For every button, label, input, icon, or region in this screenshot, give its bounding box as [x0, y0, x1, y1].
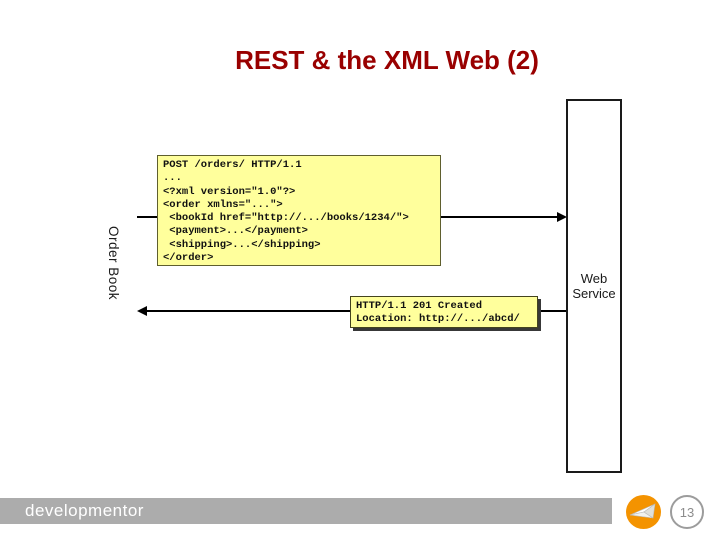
request-arrowhead-icon [557, 212, 567, 222]
footer-bar: developmentor [0, 498, 612, 524]
developmentor-logo [626, 495, 661, 529]
http-request-box: POST /orders/ HTTP/1.1 ... <?xml version… [157, 155, 441, 266]
slide-title: REST & the XML Web (2) [235, 45, 539, 75]
web-service-label: Web Service [572, 271, 616, 301]
response-arrowhead-icon [137, 306, 147, 316]
http-response-box: HTTP/1.1 201 Created Location: http://..… [350, 296, 538, 328]
web-service-lifeline: Web Service [566, 99, 622, 473]
page-number-badge: 13 [670, 495, 704, 529]
paper-airplane-icon [629, 503, 656, 519]
order-book-label: Order Book [106, 226, 121, 301]
brand-logotype: developmentor [25, 501, 144, 520]
page-number: 13 [679, 504, 695, 520]
